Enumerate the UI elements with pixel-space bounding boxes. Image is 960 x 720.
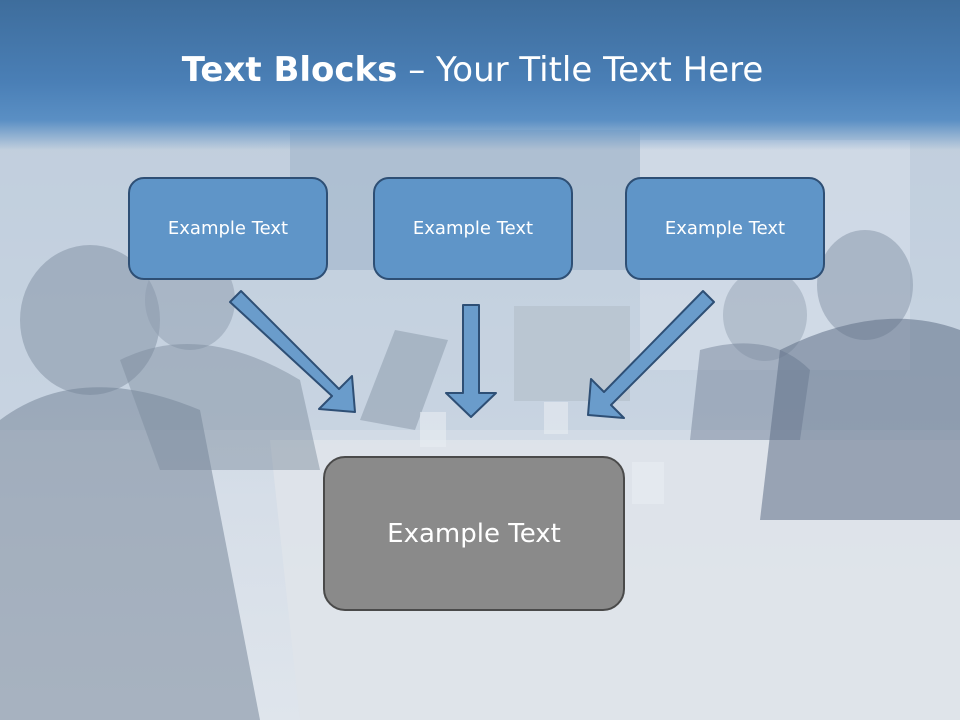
arrow-center (445, 304, 497, 418)
text-block-3[interactable]: Example Text (625, 177, 825, 280)
text-block-2[interactable]: Example Text (373, 177, 573, 280)
slide-title: Text Blocks – Your Title Text Here (0, 50, 945, 90)
title-bar (0, 0, 960, 150)
text-block-3-label: Example Text (664, 218, 786, 239)
text-block-1[interactable]: Example Text (128, 177, 328, 280)
title-separator: – (397, 50, 437, 90)
title-bold: Text Blocks (181, 50, 398, 90)
title-rest: Your Title Text Here (436, 50, 764, 90)
text-block-2-label: Example Text (412, 218, 534, 239)
text-block-1-label: Example Text (167, 218, 289, 239)
arrow-right (587, 290, 715, 419)
arrow-left (229, 290, 356, 413)
target-block-label: Example Text (387, 518, 561, 549)
target-block[interactable]: Example Text (323, 456, 625, 611)
